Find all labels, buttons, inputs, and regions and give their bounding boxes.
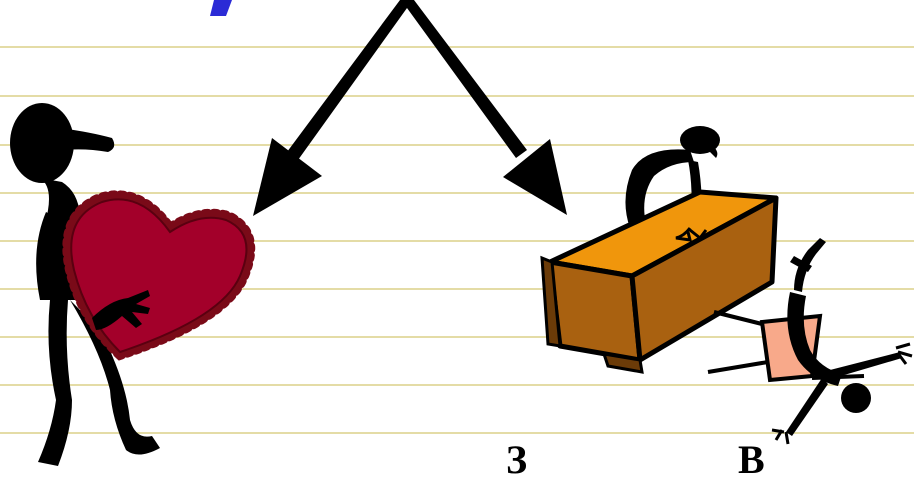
branching-arrows [253, 0, 567, 216]
falling-person [707, 238, 913, 445]
bottom-text-fragment-right: В [738, 437, 765, 482]
title-fragment [210, 0, 232, 16]
person-with-heart [10, 103, 256, 466]
bottom-text-fragment-left: З [506, 437, 528, 482]
desk-scene [540, 126, 779, 374]
valentine-heart [62, 190, 256, 361]
arrow-head-left [253, 138, 322, 216]
arrow-head-right [503, 139, 567, 215]
desk-side [629, 195, 779, 363]
desk-front [547, 259, 643, 363]
